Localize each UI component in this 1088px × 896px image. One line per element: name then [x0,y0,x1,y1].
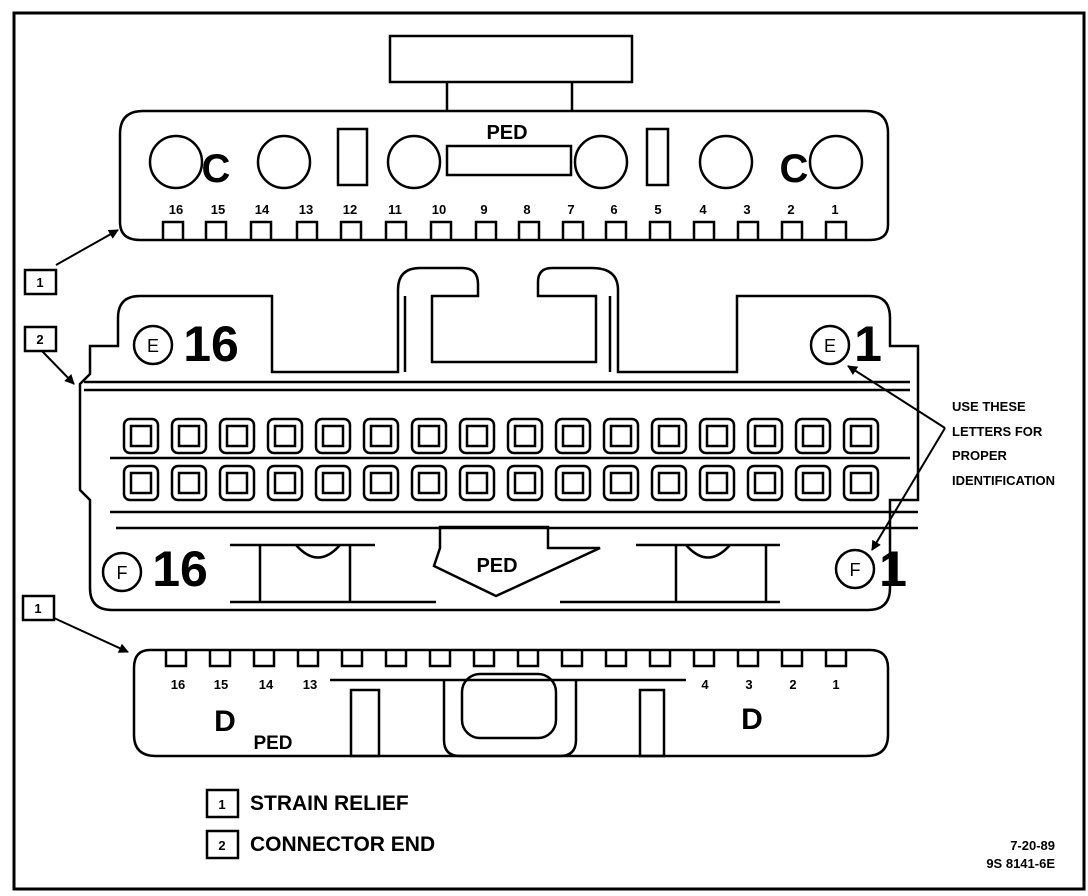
top-pin-8: 8 [523,202,530,217]
top-pin-11: 11 [388,202,402,217]
top-hole-4 [573,134,629,190]
row-e-right-letter: E [824,336,836,356]
row-f-left-marker [101,551,143,593]
top-c-right: C [780,147,809,191]
bottom-body [132,648,890,758]
row-f-right-letter: F [850,560,861,580]
row-f-right-number: 1 [879,541,907,597]
side-note: USE THESE LETTERS FOR PROPER IDENTIFICAT… [952,399,1055,488]
top-tab [388,34,634,84]
row-e-left-number: 16 [183,316,239,372]
row-e-left-marker [132,324,174,366]
top-hole-2 [256,134,312,190]
bottom-pin-3: 3 [745,677,752,692]
callout-2-number: 2 [36,332,43,347]
connector-end [78,266,920,612]
top-pin-16: 16 [169,202,183,217]
diagram-frame [12,11,1086,891]
row-f-right-marker [834,548,876,590]
top-slot-right [645,127,670,187]
callout-1-bottom-number: 1 [34,601,41,616]
bottom-pin-numbers: 16 15 14 13 4 3 2 1 [171,677,840,692]
top-pin-numbers: 16 15 14 13 12 11 10 9 8 7 6 5 4 3 2 1 [169,202,839,217]
cavity-row-f [122,464,880,502]
top-pin-13: 13 [299,202,313,217]
top-hole-5 [698,134,754,190]
top-pin-15: 15 [211,202,225,217]
row-e-right-marker [809,324,851,366]
legend-label-2: CONNECTOR END [250,833,435,856]
legend: 1 STRAIN RELIEF 2 CONNECTOR END [205,788,435,860]
legend-number-1: 1 [218,797,225,812]
callout-1-top-number: 1 [36,275,43,290]
connector-end-body [78,266,920,612]
bottom-pin-2: 2 [789,677,796,692]
top-pin-9: 9 [480,202,487,217]
callout-1-bottom [21,594,129,653]
row-e-right-number: 1 [854,316,882,372]
bottom-teeth [164,650,848,668]
bottom-strain-relief [132,648,890,758]
row-f-left-number: 16 [152,541,208,597]
side-note-line-3: PROPER [952,448,1008,463]
top-teeth [161,220,848,240]
bottom-pin-4: 4 [701,677,709,692]
legend-label-1: STRAIN RELIEF [250,792,409,815]
side-note-line-4: IDENTIFICATION [952,473,1055,488]
side-note-line-2: LETTERS FOR [952,424,1043,439]
top-pin-4: 4 [699,202,707,217]
figure-date: 7-20-89 [1010,838,1055,853]
top-c-left: C [202,147,231,191]
row-f-left-letter: F [117,563,128,583]
top-pin-14: 14 [255,202,270,217]
bottom-pin-14: 14 [259,677,274,692]
callout-2 [23,325,75,385]
legend-number-2: 2 [218,838,225,853]
bottom-d-right: D [741,703,763,736]
bottom-d-left: D [214,705,236,738]
cavity-row-e [122,417,880,455]
top-pin-2: 2 [787,202,794,217]
top-slot-left [336,127,369,187]
top-body [118,109,890,242]
top-ped-label: PED [486,122,527,144]
legend-box-2 [205,829,240,860]
side-note-line-1: USE THESE [952,399,1026,414]
top-pin-1: 1 [831,202,838,217]
bottom-pin-15: 15 [214,677,228,692]
bottom-d-left-ped: PED [253,733,292,754]
ped-arrow-label: PED [476,555,517,577]
figure-code: 9S 8141-6E [986,856,1055,871]
top-pin-10: 10 [432,202,446,217]
top-hole-6 [808,134,864,190]
top-hole-3 [386,134,442,190]
callout-1-top [23,229,119,296]
top-pin-6: 6 [610,202,617,217]
legend-box-1 [205,788,240,819]
top-pin-3: 3 [743,202,750,217]
top-strain-relief [118,34,890,242]
bottom-pin-1: 1 [832,677,839,692]
top-pin-12: 12 [343,202,357,217]
top-hole-1 [148,134,204,190]
row-e-left-letter: E [147,336,159,356]
bottom-pin-16: 16 [171,677,185,692]
bottom-pin-13: 13 [303,677,317,692]
top-pin-5: 5 [654,202,661,217]
top-pin-7: 7 [567,202,574,217]
top-ped-bar [445,144,573,177]
side-note-arrows [847,365,946,551]
